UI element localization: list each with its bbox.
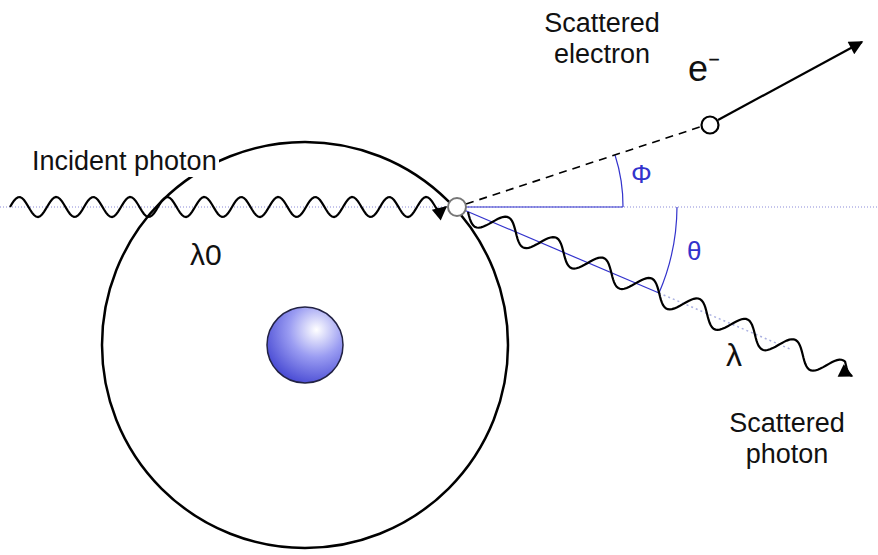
theta-arc (659, 207, 677, 293)
theta-line (457, 207, 659, 293)
angle-base-line (457, 206, 623, 207)
electron-label: Scattered electron (520, 8, 684, 70)
axis-line (0, 207, 878, 208)
angle-label: Φ (629, 160, 654, 190)
phi-arc (615, 155, 623, 207)
scattered-wave (468, 212, 852, 376)
photon-label: Scattered photon (700, 408, 874, 470)
angle-label: θ (685, 237, 703, 267)
incident-wave (10, 197, 446, 217)
nucleus (267, 307, 343, 383)
electron-arrow (718, 42, 862, 120)
electron-dot (448, 198, 466, 216)
electron-path-dashed (466, 126, 703, 204)
scattered-electron-dot (702, 117, 719, 134)
wavelength-label: λ (724, 337, 744, 374)
wavelength-label: λ0 (188, 238, 224, 273)
electron-orbit (102, 142, 508, 548)
electron-symbol: e⁻ (686, 48, 722, 89)
photon-label: Incident photon (30, 146, 219, 177)
